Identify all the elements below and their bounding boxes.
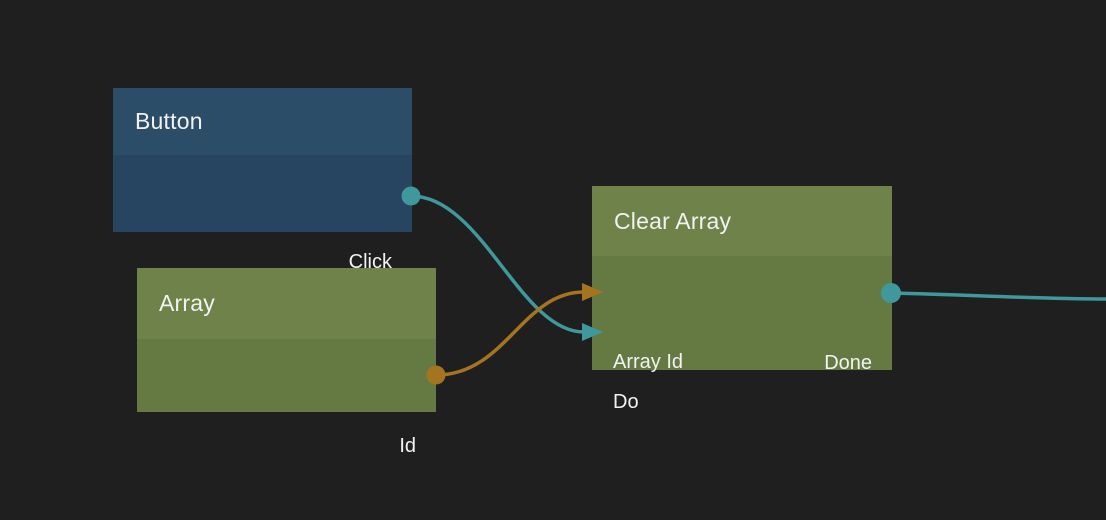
node-array[interactable]: Array Id	[137, 268, 436, 457]
port-label-array-id: Array Id	[613, 351, 684, 373]
wire-clear-array-done-to-offscreen[interactable]	[891, 291, 1106, 301]
node-button[interactable]: Button Click	[113, 88, 412, 273]
port-label-id: Id	[399, 435, 416, 457]
node-array-header[interactable]: Array	[137, 268, 436, 339]
port-label-click: Click	[348, 251, 392, 273]
node-array-body: Id	[137, 339, 436, 457]
node-clear-array-header[interactable]: Clear Array	[592, 186, 892, 256]
port-label-done: Done	[824, 352, 872, 374]
wire-array-id-to-clear-array-array-id[interactable]	[435, 290, 585, 377]
node-array-title: Array	[159, 290, 215, 316]
node-button-header[interactable]: Button	[113, 88, 412, 155]
node-clear-array-title: Clear Array	[614, 207, 732, 234]
node-button-body: Click	[113, 155, 412, 273]
node-clear-array[interactable]: Clear Array Array Id Do Done	[592, 186, 892, 413]
port-label-do: Do	[613, 391, 639, 413]
node-button-title: Button	[135, 108, 203, 134]
node-clear-array-body: Array Id Do Done	[592, 256, 892, 413]
wire-button-click-to-clear-array-do[interactable]	[410, 194, 585, 334]
